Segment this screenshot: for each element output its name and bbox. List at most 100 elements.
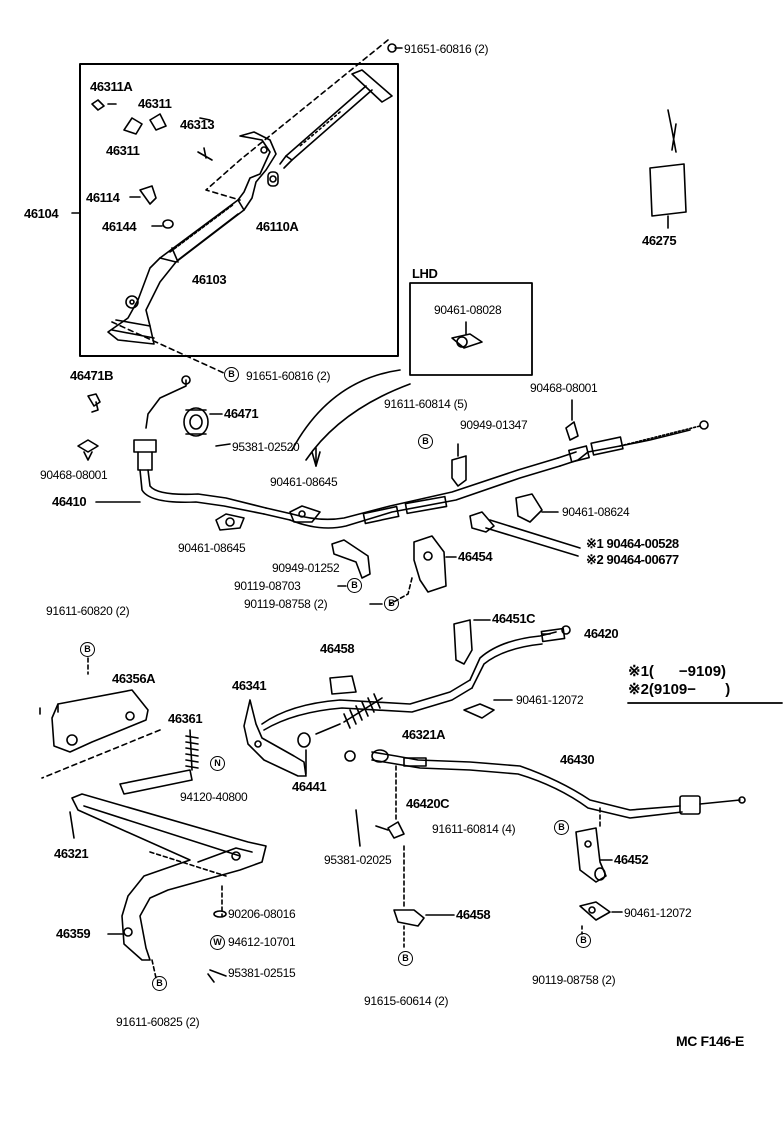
label-46104: 46104 [24, 206, 59, 221]
arc-upper [291, 369, 401, 451]
cable-46420 [261, 625, 571, 731]
small-lever-parts [91, 99, 213, 229]
label-46110A: 46110A [256, 219, 299, 234]
clip-90468-08001-right [565, 399, 579, 441]
label-46341: 46341 [232, 678, 267, 693]
label-90119-08758-bot: 90119-08758 (2) [532, 973, 616, 987]
bracket-46451C [453, 619, 491, 665]
label-46361: 46361 [168, 711, 203, 726]
symbol-b-90119-08703: B [347, 578, 362, 593]
label-46311A: 46311A [90, 79, 133, 94]
label-46441: 46441 [292, 779, 327, 794]
bracket-90949-01252 [331, 539, 371, 579]
clip-90461-12072-top [463, 699, 513, 719]
symbol-b-90119-08758-mid: B [384, 596, 399, 611]
bolt-46471B [87, 393, 101, 413]
label-91611-60825: 91611-60825 (2) [116, 1015, 200, 1029]
symbol-b-91611-60825: B [152, 976, 167, 991]
grommet-46441 [297, 732, 311, 775]
label-91615-60614: 91615-60614 (2) [364, 994, 449, 1008]
label-90464-00528: ※1 90464-00528 [586, 536, 679, 551]
label-46420C: 46420C [406, 796, 450, 811]
label-46410: 46410 [52, 494, 87, 509]
spring-46361 [119, 729, 199, 795]
bracket-46341 [243, 699, 307, 777]
label-90949-01252: 90949-01252 [272, 561, 340, 575]
label-46452: 46452 [614, 852, 649, 867]
label-95381-02520: 95381-02520 [232, 440, 300, 454]
lever-handle-rod [279, 69, 393, 169]
lever-46321 [71, 793, 267, 961]
label-46311-a: 46311 [138, 96, 172, 111]
bracket-46454 [389, 535, 447, 605]
label-46321: 46321 [54, 846, 89, 861]
label-90206-08016: 90206-08016 [228, 907, 296, 921]
symbol-b-91611-60814-5: B [418, 434, 433, 449]
grommet-46471 [183, 407, 209, 437]
label-95381-02025: 95381-02025 [324, 853, 392, 867]
label-90464-00677: ※2 90464-00677 [586, 552, 679, 567]
washer-90206 [213, 910, 227, 918]
symbol-b-91611-60814-4: B [554, 820, 569, 835]
label-91611-60820: 91611-60820 (2) [46, 604, 130, 618]
label-90461-12072-bot: 90461-12072 [624, 906, 692, 920]
label-90461-08645-mid: 90461-08645 [270, 475, 338, 489]
symbol-n-94120: N [210, 756, 225, 771]
label-90461-08624: 90461-08624 [562, 505, 630, 519]
pin-95381-02515 [207, 969, 227, 983]
bracket-46356A [51, 689, 149, 753]
label-46359: 46359 [56, 926, 91, 941]
label-46471B: 46471B [70, 368, 114, 383]
label-94612-10701: 94612-10701 [228, 935, 296, 949]
tag-46275 [649, 109, 687, 229]
note-line-1: ※1( −9109) [628, 663, 727, 680]
leader-46321 [69, 811, 75, 839]
cable-end-46441 [344, 750, 356, 762]
symbol-w-94612: W [210, 935, 225, 950]
label-90461-08028: 90461-08028 [434, 303, 502, 317]
label-91651-60816-top: 91651-60816 (2) [404, 42, 489, 56]
label-46458-bot: 46458 [456, 907, 491, 922]
symbol-b-91615: B [398, 951, 413, 966]
clip-46458-top [329, 675, 357, 695]
lever-assembly-box [79, 63, 399, 357]
dashed-leader-top-screw [205, 39, 389, 201]
label-46356A: 46356A [112, 671, 156, 686]
label-90119-08703: 90119-08703 [234, 579, 301, 593]
label-46114: 46114 [86, 190, 120, 205]
label-90119-08758-mid: 90119-08758 (2) [244, 597, 328, 611]
label-90468-08001-left: 90468-08001 [40, 468, 108, 482]
clip-90461-12072-bottom [579, 901, 611, 935]
label-46454: 46454 [458, 549, 493, 564]
label-94120-40800: 94120-40800 [180, 790, 248, 804]
pin-95381-02520 [215, 443, 231, 447]
label-90468-08001-right: 90468-08001 [530, 381, 598, 395]
figure-code: MC F146-E [676, 1033, 744, 1049]
symbol-b-91611-60820: B [80, 642, 95, 657]
bracket-46452 [575, 807, 607, 883]
label-90461-12072-top: 90461-12072 [516, 693, 584, 707]
label-lhd: LHD [412, 266, 438, 281]
lever-body [107, 131, 279, 345]
symbol-b-91651-bot: B [224, 367, 239, 382]
label-46451C: 46451C [492, 611, 536, 626]
label-95381-02515: 95381-02515 [228, 966, 296, 980]
label-46458-top: 46458 [320, 641, 355, 656]
pin-95381-02025 [355, 809, 361, 847]
label-91611-60814-5: 91611-60814 (5) [384, 397, 468, 411]
lhd-box [409, 282, 533, 376]
label-46144: 46144 [102, 219, 137, 234]
clamp-90464 [469, 511, 581, 557]
cable-46430 [371, 749, 746, 819]
label-46313: 46313 [180, 117, 215, 132]
label-90461-08645-left: 90461-08645 [178, 541, 246, 555]
clip-90461-08624 [515, 493, 559, 523]
symbol-b-90119-08758-bot: B [576, 933, 591, 948]
dash-46356A [41, 729, 161, 779]
arc-lower [305, 383, 411, 461]
bolt-46420C [375, 765, 405, 839]
note-line-2: ※2(9109− ) [628, 681, 731, 698]
bracket-90949-01347 [451, 443, 467, 487]
